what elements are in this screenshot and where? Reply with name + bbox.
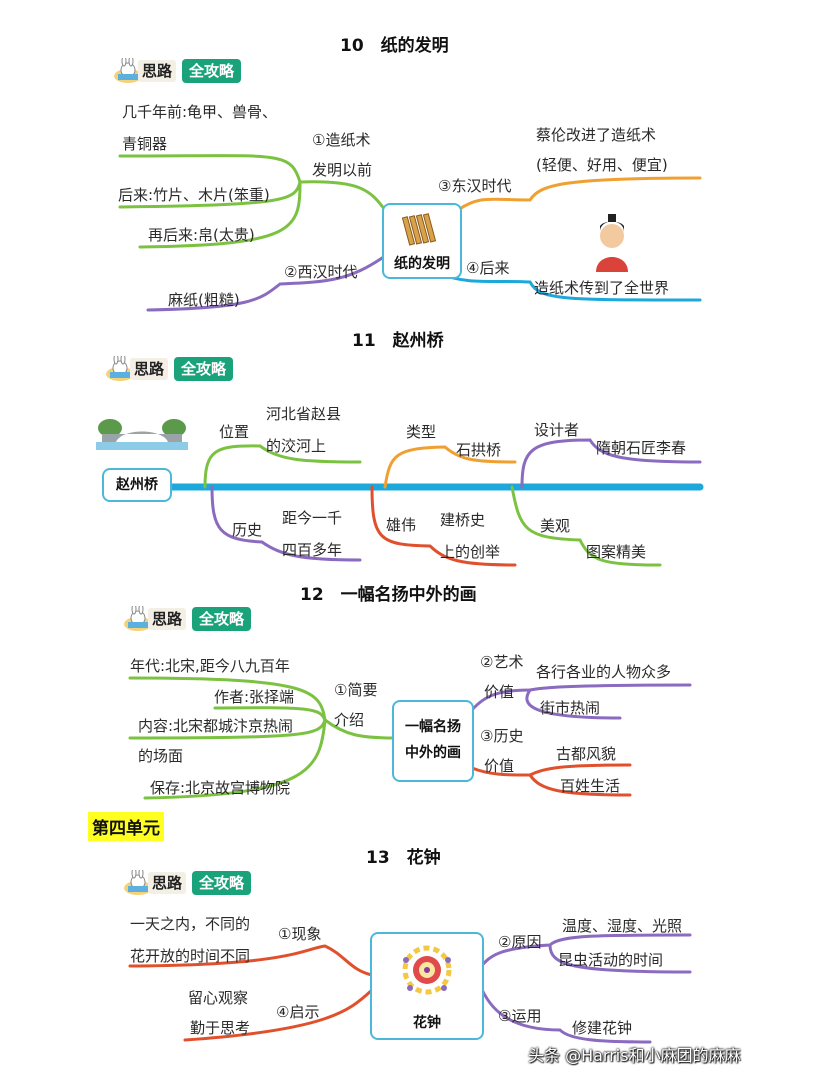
badge-quan: 全攻略 <box>182 59 242 83</box>
s10-b3-item-2: (轻便、好用、便宜) <box>536 156 668 174</box>
section-10-title: 10 纸的发明 <box>340 36 449 56</box>
s10-item-4: 再后来:帛(太贵) <box>148 226 255 244</box>
s11-designer-label: 设计者 <box>534 421 580 439</box>
s10-b3-item-1: 蔡伦改进了造纸术 <box>536 126 657 144</box>
strategy-badge-13: 思路 全攻略 <box>118 870 288 896</box>
s11-grand-label: 雄伟 <box>386 516 417 534</box>
s13-center-node: 花钟 <box>370 932 484 1040</box>
s12-b1-label-2: 介绍 <box>334 711 365 729</box>
watermark: 头条 @Harris和小麻团的麻麻 <box>528 1046 741 1065</box>
s11-type-label: 类型 <box>406 423 437 441</box>
badge-quan: 全攻略 <box>192 871 252 895</box>
s12-b2-item-2: 街市热闹 <box>540 699 601 717</box>
s12-item-2: 作者:张择端 <box>214 688 295 706</box>
section-12-title: 12 一幅名扬中外的画 <box>300 585 477 605</box>
s13-b3-item: 修建花钟 <box>572 1019 633 1037</box>
strategy-badge-10: 思路 全攻略 <box>108 58 278 84</box>
badge-silu: 思路 <box>148 608 187 630</box>
s10-b4-item: 造纸术传到了全世界 <box>534 279 670 297</box>
s12-center-label-2: 中外的画 <box>405 745 461 761</box>
s12-b3-label-2: 价值 <box>484 757 515 775</box>
stone-bridge-icon <box>96 419 188 450</box>
s10-center-label: 纸的发明 <box>394 256 450 272</box>
s10-center-node: 纸的发明 <box>382 203 462 279</box>
s11-hist-item-1: 距今一千 <box>282 509 343 527</box>
s13-b2-item-2: 昆虫活动的时间 <box>558 951 664 969</box>
flower-clock-icon <box>402 945 452 995</box>
s10-b2-label: ②西汉时代 <box>284 263 358 281</box>
s11-grand-item-1: 建桥史 <box>440 511 486 529</box>
s13-b2-item-1: 温度、湿度、光照 <box>562 917 683 935</box>
s12-b3-item-1: 古都风貌 <box>556 745 617 763</box>
rabbit-reading-icon <box>124 606 152 631</box>
s13-center-label: 花钟 <box>413 1015 441 1031</box>
s11-beauty-label: 美观 <box>540 517 571 535</box>
s10-b2-item: 麻纸(粗糙) <box>168 291 240 309</box>
s11-beauty-item: 图案精美 <box>586 543 647 561</box>
s12-item-5: 保存:北京故宫博物院 <box>150 779 291 797</box>
s13-b1-item-2: 花开放的时间不同 <box>130 947 251 965</box>
s11-pos-label: 位置 <box>219 423 250 441</box>
badge-quan: 全攻略 <box>192 607 252 631</box>
s12-b3-label-1: ③历史 <box>480 727 524 745</box>
section-13-title: 13 花钟 <box>366 848 441 868</box>
s10-b3-label: ③东汉时代 <box>438 177 512 195</box>
s11-grand-item-2: 上的创举 <box>440 543 501 561</box>
rabbit-reading-icon <box>114 58 142 83</box>
s12-b2-label-1: ②艺术 <box>480 653 524 671</box>
s11-designer-item: 隋朝石匠李春 <box>596 439 687 457</box>
s12-b2-label-2: 价值 <box>484 683 515 701</box>
badge-silu: 思路 <box>148 872 187 894</box>
s11-hist-label: 历史 <box>232 521 263 539</box>
s13-b2-label: ②原因 <box>498 933 542 951</box>
s13-b4-item-2: 勤于思考 <box>190 1019 251 1037</box>
s12-item-3: 内容:北宋都城汴京热闹 <box>138 717 294 735</box>
s12-center-node: 一幅名扬 中外的画 <box>392 700 474 782</box>
section-11-title: 11 赵州桥 <box>352 331 444 351</box>
strategy-badge-12: 思路 全攻略 <box>118 606 288 632</box>
s11-hist-item-2: 四百多年 <box>282 541 343 559</box>
badge-silu: 思路 <box>138 60 177 82</box>
cai-lun-portrait-icon <box>596 214 628 272</box>
rabbit-reading-icon <box>124 870 152 895</box>
s10-item-2: 青铜器 <box>122 135 168 153</box>
s10-b4-label: ④后来 <box>466 259 510 277</box>
s13-b1-label: ①现象 <box>278 925 322 943</box>
rabbit-reading-icon <box>106 356 134 381</box>
unit-4-heading: 第四单元 <box>88 812 164 841</box>
s12-b1-label-1: ①简要 <box>334 681 378 699</box>
s10-item-3: 后来:竹片、木片(笨重) <box>118 186 270 204</box>
s11-type-item: 石拱桥 <box>456 441 502 459</box>
badge-quan: 全攻略 <box>174 357 234 381</box>
s12-b3-item-2: 百姓生活 <box>560 777 621 795</box>
s11-center-node: 赵州桥 <box>102 468 172 502</box>
s13-b4-label: ④启示 <box>276 1003 320 1021</box>
bamboo-slips-icon <box>402 213 437 246</box>
s12-item-4: 的场面 <box>138 747 184 765</box>
badge-silu: 思路 <box>130 358 169 380</box>
s13-b1-item-1: 一天之内，不同的 <box>130 915 251 933</box>
s12-center-label-1: 一幅名扬 <box>405 719 461 735</box>
s12-b2-item-1: 各行各业的人物众多 <box>536 663 672 681</box>
s11-pos-item-1: 河北省赵县 <box>266 405 342 423</box>
s12-item-1: 年代:北宋,距今八九百年 <box>130 657 290 675</box>
s10-b1-label-1: ①造纸术 <box>312 131 371 149</box>
s10-b1-label-2: 发明以前 <box>312 161 373 179</box>
s10-item-1: 几千年前:龟甲、兽骨、 <box>122 103 278 121</box>
strategy-badge-11: 思路 全攻略 <box>100 356 270 382</box>
s13-b4-item-1: 留心观察 <box>188 989 249 1007</box>
s11-pos-item-2: 的洨河上 <box>266 437 327 455</box>
s13-b3-label: ③运用 <box>498 1007 542 1025</box>
